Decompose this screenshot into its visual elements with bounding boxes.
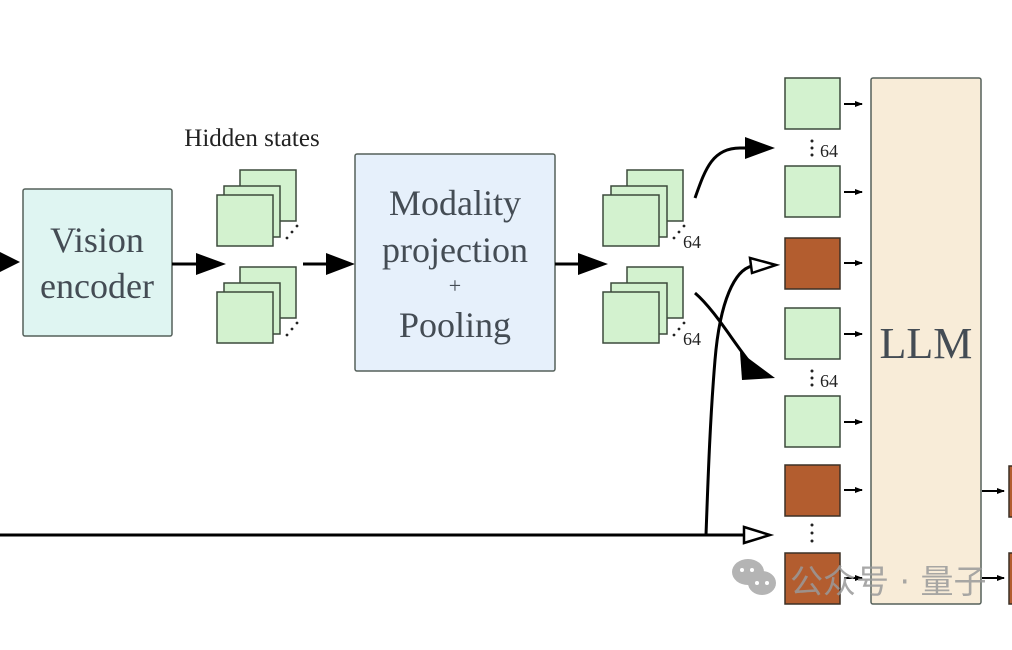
output-token — [1008, 465, 1012, 518]
hidden-states-stack-bottom — [216, 266, 299, 344]
svg-text:64: 64 — [820, 141, 838, 161]
pooled-top-to-sequence-arrow — [693, 137, 775, 199]
visual-token — [784, 165, 841, 218]
ellipsis-64-a: 64 — [810, 139, 838, 161]
vision-encoder-block: Vision encoder — [22, 188, 173, 337]
watermark: 公众号 · 量子 — [732, 559, 986, 601]
token-to-llm-arrows — [844, 101, 863, 581]
pooled-bottom-to-sequence-arrow — [694, 291, 775, 380]
llm-output-arrows — [982, 488, 1005, 581]
vision-encoder-label-1: Vision — [50, 220, 144, 260]
wechat-icon — [732, 559, 776, 595]
llm-block: LLM — [870, 77, 982, 605]
llm-label: LLM — [880, 319, 973, 368]
ellipsis-64-b: 64 — [810, 369, 838, 391]
projection-to-pooled-arrow — [555, 253, 608, 275]
pooled-stack-bottom: 64 — [602, 266, 701, 349]
ellipsis-text — [810, 523, 814, 543]
pooled-stack-top: 64 — [602, 169, 701, 252]
pooled-count-bottom: 64 — [683, 329, 701, 349]
projection-label-3: + — [449, 273, 461, 298]
text-token — [784, 552, 841, 605]
text-token — [784, 464, 841, 517]
projection-label-1: Modality — [389, 183, 521, 223]
visual-token — [784, 307, 841, 360]
vision-encoder-label-2: encoder — [40, 266, 154, 306]
watermark-text: 公众号 · 量子 — [790, 562, 986, 601]
input-arrow — [0, 252, 20, 272]
encoder-to-hidden-arrow — [172, 253, 226, 275]
text-input-arrow — [0, 256, 781, 545]
hidden-states-stack-top — [216, 169, 299, 247]
hidden-to-projection-arrow — [303, 253, 355, 275]
token-sequence: 64 64 — [784, 77, 841, 605]
projection-label-4: Pooling — [399, 305, 511, 345]
hidden-states-label: Hidden states — [184, 125, 319, 152]
visual-token — [784, 395, 841, 448]
svg-text:64: 64 — [820, 371, 838, 391]
modality-projection-block: Modality projection + Pooling — [354, 153, 556, 372]
visual-token — [784, 77, 841, 130]
output-token — [1008, 552, 1012, 605]
projection-label-2: projection — [382, 230, 528, 270]
pooled-count-top: 64 — [683, 232, 701, 252]
text-token — [784, 237, 841, 290]
